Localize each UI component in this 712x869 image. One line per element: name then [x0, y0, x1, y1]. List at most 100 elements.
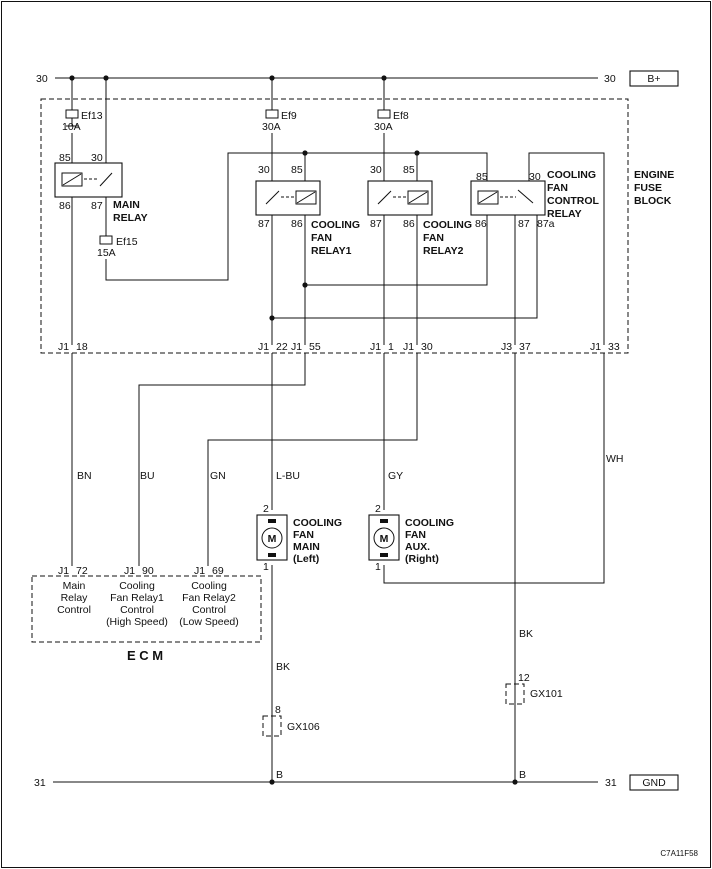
- control-relay-label-1: COOLING: [547, 169, 596, 181]
- main-relay-pin-87: 87: [91, 200, 103, 212]
- fuse-ef13-name: Ef13: [81, 110, 103, 122]
- motor-right-symbol: M: [380, 533, 389, 545]
- bplus-label: B+: [647, 73, 660, 85]
- ecm-desc-relay1-1: Cooling: [119, 580, 155, 592]
- cooling-fan-relay1: 30 85 87 86 COOLING FAN RELAY1: [255, 164, 360, 345]
- ecm-desc-relay1-4: (High Speed): [106, 616, 168, 628]
- motor-right-pin-2: 2: [375, 503, 381, 515]
- conn-j3-37-name: J3: [501, 341, 512, 353]
- relay1-pin-30: 30: [258, 164, 270, 176]
- control-relay-pin-87a: 87a: [537, 218, 555, 230]
- control-relay-pin-85: 85: [476, 171, 488, 183]
- main-relay-label-2: RELAY: [113, 212, 148, 224]
- ecm-module: J1 72 J1 90 J1 69 Main Relay Control Coo…: [31, 565, 262, 663]
- relay2-label-2: FAN: [423, 232, 444, 244]
- rail-bottom-left-label: 31: [34, 777, 46, 789]
- motor-left-label-2: FAN: [293, 529, 314, 541]
- bplus-box: [629, 70, 679, 87]
- fuse-ef9-name: Ef9: [281, 110, 297, 122]
- wire-l-bu: L-BU: [276, 470, 300, 482]
- ecm-pin90-conn: J1: [124, 565, 135, 577]
- fuse-ef13-rating: 10A: [62, 121, 81, 133]
- gx106-pin: 8: [275, 704, 281, 716]
- ecm-desc-relay1-2: Fan Relay1: [110, 592, 164, 604]
- conn-j1-22-pin: 22: [276, 341, 288, 353]
- fuse-ef15: Ef15 15A: [97, 150, 488, 281]
- rail-bottom-right-label: 31: [605, 777, 617, 789]
- fuse-block-label-1: ENGINE: [634, 169, 674, 181]
- conn-j3-37-pin: 37: [519, 341, 531, 353]
- relay2-pin-86: 86: [403, 218, 415, 230]
- control-relay-pin-87: 87: [518, 218, 530, 230]
- relay2-label-1: COOLING: [423, 219, 472, 231]
- main-relay-label-1: MAIN: [113, 199, 140, 211]
- control-relay-label-2: FAN: [547, 182, 568, 194]
- wire-bn: BN: [77, 470, 92, 482]
- ecm-desc-main-2: Relay: [61, 592, 89, 604]
- fuse-ef8-name: Ef8: [393, 110, 409, 122]
- gnd-label: GND: [642, 777, 666, 789]
- conn-j1-22-name: J1: [258, 341, 269, 353]
- figure-code: C7A11F58: [660, 849, 698, 858]
- ecm-desc-main-3: Control: [57, 604, 91, 616]
- gx101-name: GX101: [530, 688, 563, 700]
- relay1-pin-86: 86: [291, 218, 303, 230]
- rail-top-left-label: 30: [36, 73, 48, 85]
- wire-wh: WH: [606, 453, 624, 465]
- wire-gy: GY: [388, 470, 403, 482]
- motor-right-label-1: COOLING: [405, 517, 454, 529]
- fuse-ef15-rating: 15A: [97, 247, 116, 259]
- fuse-ef9-rating: 30A: [262, 121, 281, 133]
- relay2-label-3: RELAY2: [423, 245, 464, 257]
- fan-motor-left: 2 M 1 COOLING FAN MAIN (Left): [256, 503, 342, 573]
- ecm-pin69-conn: J1: [194, 565, 205, 577]
- conn-j1-33-pin: 33: [608, 341, 620, 353]
- fuse-ef9: Ef9 30A: [262, 78, 297, 175]
- control-relay-label-4: RELAY: [547, 208, 582, 220]
- cooling-fan-control-relay: 85 30 86 87 87a COOLING FAN CONTROL RELA…: [269, 152, 605, 345]
- ecm-desc-main-1: Main: [63, 580, 86, 592]
- main-relay-pin-85: 85: [59, 152, 71, 164]
- control-relay-label-3: CONTROL: [547, 195, 599, 207]
- fuse-block-label-3: BLOCK: [634, 195, 672, 207]
- fuse-block-connectors: J1 18 J1 22 J1 55 J1 1 J1 30 J3 37 J1 33: [58, 341, 620, 353]
- gx106-name: GX106: [287, 721, 320, 733]
- gx101-pin: 12: [518, 672, 530, 684]
- conn-j1-1-pin: 1: [388, 341, 394, 353]
- main-relay-pin-86: 86: [59, 200, 71, 212]
- battery-rail: 30 30 B+: [36, 70, 679, 87]
- ground-rail: 31 31 GND B B: [34, 769, 679, 791]
- gnd-box: [629, 774, 679, 791]
- engine-fuse-block: [40, 98, 629, 354]
- wire-b-left: B: [276, 769, 283, 781]
- motor-left-label-4: (Left): [293, 553, 319, 565]
- fuse-ef13: Ef13 10A: [62, 78, 103, 163]
- ecm-desc-relay2-2: Fan Relay2: [182, 592, 236, 604]
- main-relay-pin-30: 30: [91, 152, 103, 164]
- ecm-pin72-num: 72: [76, 565, 88, 577]
- ecm-desc-relay2-3: Control: [192, 604, 226, 616]
- conn-j1-18-name: J1: [58, 341, 69, 353]
- fuse-block-label-2: FUSE: [634, 182, 662, 194]
- ground-gx101: 12 GX101: [505, 672, 563, 705]
- ecm-pin72-conn: J1: [58, 565, 69, 577]
- motor-left-label-3: MAIN: [293, 541, 320, 553]
- relay2-pin-85: 85: [403, 164, 415, 176]
- harness-wires: BN BU GN L-BU GY WH BK BK: [71, 353, 624, 782]
- conn-j1-18-pin: 18: [76, 341, 88, 353]
- wire-gn: GN: [210, 470, 226, 482]
- fuse-ef8-rating: 30A: [374, 121, 393, 133]
- motor-right-label-4: (Right): [405, 553, 439, 565]
- fan-motor-right: 2 M 1 COOLING FAN AUX. (Right): [368, 503, 454, 573]
- conn-j1-33-name: J1: [590, 341, 601, 353]
- relay1-label-2: FAN: [311, 232, 332, 244]
- wire-bu: BU: [140, 470, 155, 482]
- relay2-pin-87: 87: [370, 218, 382, 230]
- ecm-desc-relay2-1: Cooling: [191, 580, 227, 592]
- motor-right-label-3: AUX.: [405, 541, 430, 553]
- motor-left-symbol: M: [268, 533, 277, 545]
- relay1-label-3: RELAY1: [311, 245, 352, 257]
- fuse-ef15-name: Ef15: [116, 236, 138, 248]
- relay1-pin-87: 87: [258, 218, 270, 230]
- relay1-pin-85: 85: [291, 164, 303, 176]
